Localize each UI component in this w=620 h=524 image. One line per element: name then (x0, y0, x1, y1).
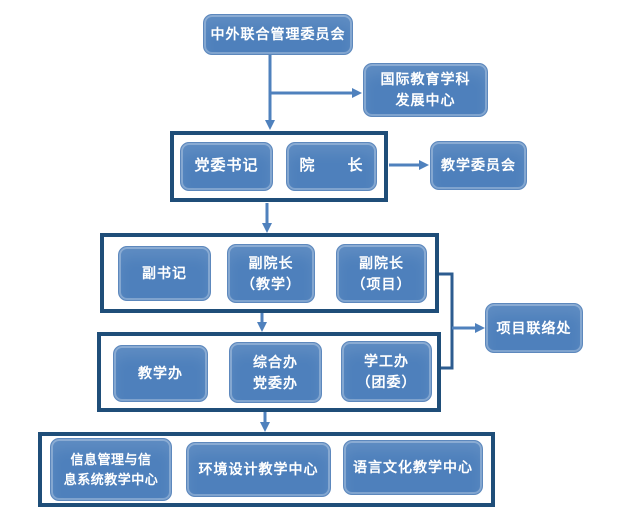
node-project-liaison-office: 项目联络处 (485, 303, 583, 353)
node-language-culture-center: 语言文化教学中心 (343, 440, 483, 495)
node-info-systems-center: 信息管理与信 息系统教学中心 (50, 438, 172, 501)
node-intl-education-center: 国际教育学科 发展中心 (363, 63, 488, 117)
node-vice-dean-teaching: 副院长 （教学） (227, 244, 315, 303)
node-teaching-office: 教学办 (113, 345, 208, 402)
node-teaching-committee: 教学委员会 (430, 141, 527, 190)
node-party-secretary: 党委书记 (180, 142, 273, 191)
node-joint-management-committee: 中外联合管理委员会 (203, 14, 353, 55)
bracket-connector-right (439, 272, 454, 370)
node-general-party-office: 综合办 党委办 (229, 342, 322, 403)
node-vice-dean-project: 副院长 （项目） (336, 244, 427, 303)
node-dean: 院 长 (286, 142, 377, 191)
node-student-office: 学工办 （团委） (341, 341, 432, 402)
node-deputy-secretary: 副书记 (118, 246, 211, 301)
node-env-design-center: 环境设计教学中心 (186, 442, 331, 497)
